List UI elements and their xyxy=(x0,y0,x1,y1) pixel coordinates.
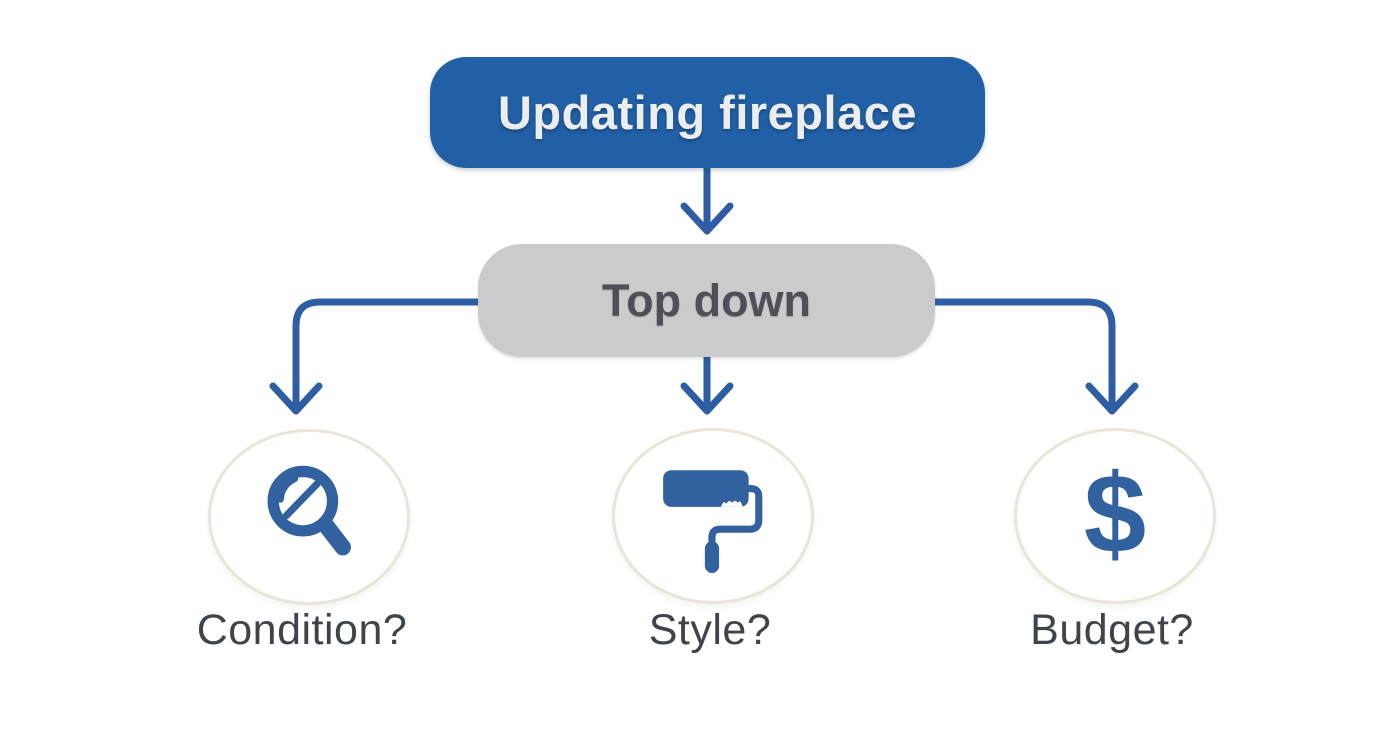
paint-roller-icon xyxy=(662,469,762,573)
mid-node-label: Top down xyxy=(601,274,812,326)
budget-node: $ xyxy=(1014,428,1216,604)
magnifier-icon xyxy=(267,465,351,556)
arrow-root-to-mid-icon xyxy=(680,164,734,235)
arrow-mid-to-style-icon xyxy=(680,353,734,415)
condition-label: Condition? xyxy=(196,606,408,654)
style-label: Style? xyxy=(648,606,772,654)
root-node-label: Updating fireplace xyxy=(497,86,917,139)
style-node xyxy=(612,428,814,604)
root-node: Updating fireplace xyxy=(430,57,985,168)
budget-label: Budget? xyxy=(1030,606,1194,654)
condition-node xyxy=(208,429,410,605)
dollar-icon: $ xyxy=(1083,451,1147,576)
mid-node: Top down xyxy=(478,244,935,357)
arrow-mid-to-budget-icon xyxy=(931,298,1139,415)
arrow-mid-to-condition-icon xyxy=(269,298,482,415)
